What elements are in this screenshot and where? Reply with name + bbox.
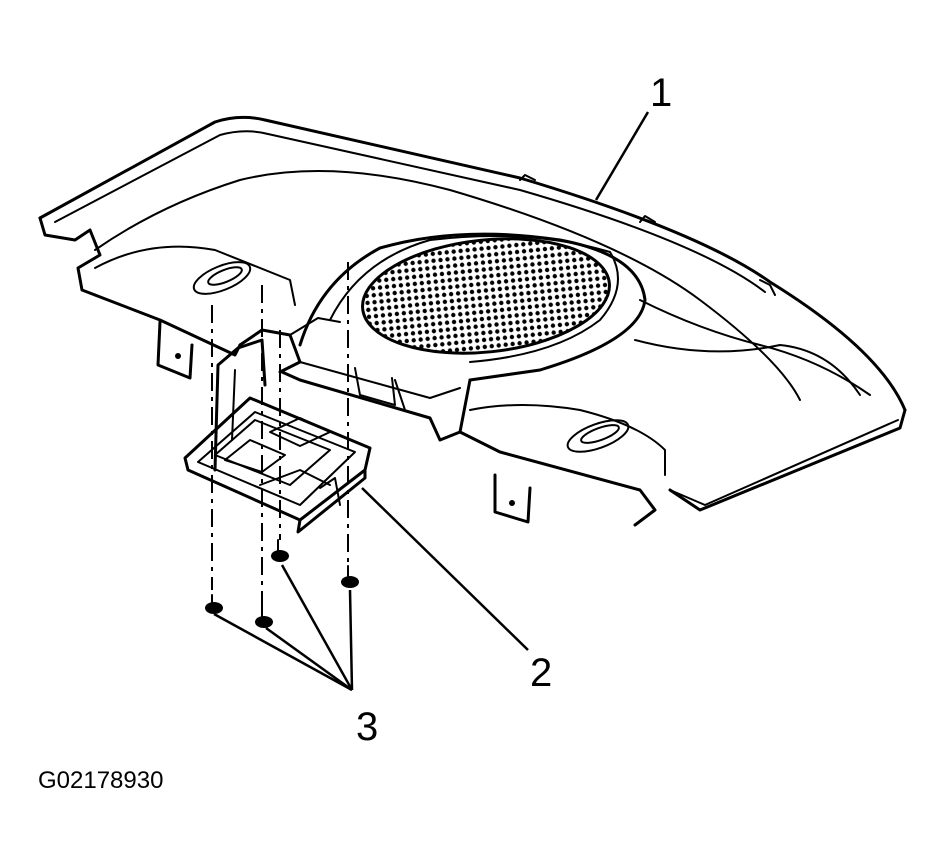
speaker-grille: [361, 237, 611, 355]
alignment-lines: [211, 262, 349, 605]
leader-fastener-2: [265, 626, 353, 692]
leader-fastener-3: [280, 564, 354, 691]
leader-lines: [213, 111, 650, 692]
screw-1: [205, 594, 223, 614]
callout-bracket: 2: [530, 651, 552, 695]
screw-4: [341, 565, 359, 588]
callout-shelf: 1: [650, 71, 672, 115]
bracket: [183, 338, 372, 534]
leader-bracket: [361, 487, 529, 651]
callout-fasteners: 3: [356, 705, 378, 749]
leader-shelf: [594, 111, 650, 201]
screw-2: [255, 604, 273, 628]
rear-shelf-panel: [38, 115, 907, 527]
leader-fastener-1: [213, 612, 353, 692]
leader-fastener-4: [348, 589, 354, 691]
screws: [205, 539, 359, 628]
figure-id: G02178930: [38, 767, 163, 794]
screw-3: [271, 539, 289, 562]
